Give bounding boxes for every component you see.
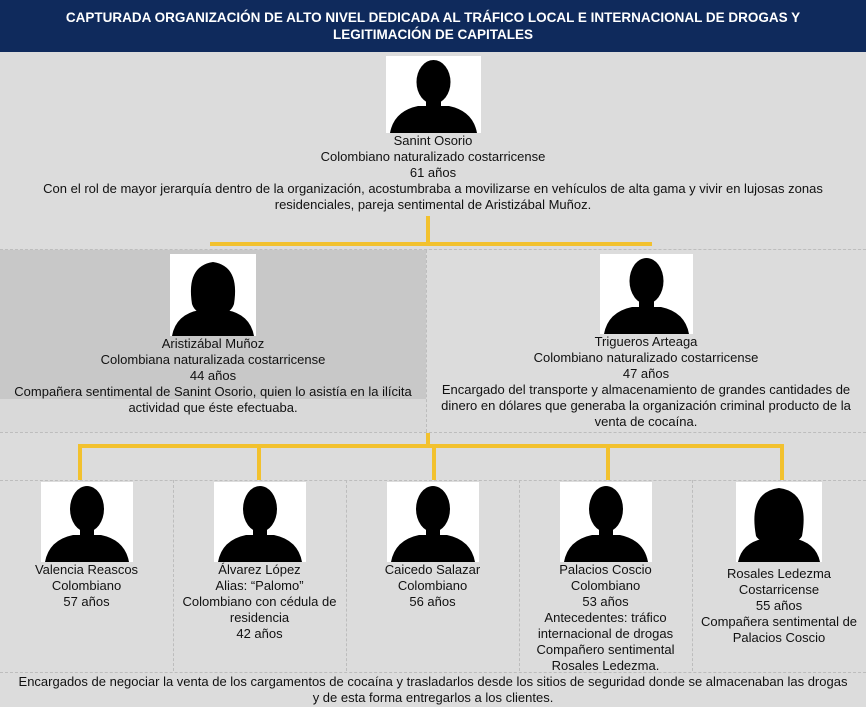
member-card: Aristizábal Muñoz Colombiana naturalizad… [0, 254, 426, 416]
male-silhouette-icon [213, 482, 306, 562]
member-description: Encargado del transporte y almacenamient… [441, 382, 851, 429]
footer-description: Encargados de negociar la venta de los c… [18, 674, 848, 705]
connector-line [780, 444, 784, 480]
connector-line [426, 433, 430, 446]
divider [426, 250, 427, 432]
male-silhouette-icon [385, 56, 481, 133]
member-age: 44 años [189, 368, 237, 383]
member-name: Valencia Reascos [34, 562, 139, 577]
divider [519, 480, 520, 671]
member-alias: Alias: “Palomo” [215, 578, 304, 593]
member-card: Rosales Ledezma Costarricense 55 años Co… [692, 482, 866, 646]
member-age: 55 años [755, 598, 803, 613]
member-name: Trigueros Arteaga [594, 334, 698, 349]
member-detail: Colombiano [570, 578, 641, 593]
page-title: CAPTURADA ORGANIZACIÓN DE ALTO NIVEL DED… [0, 0, 866, 52]
leader-card: Sanint Osorio Colombiano naturalizado co… [0, 56, 866, 213]
member-nationality: Colombiano naturalizado costarricense [533, 350, 759, 365]
member-age: 53 años [582, 594, 629, 609]
leader-description: Con el rol de mayor jerarquía dentro de … [43, 181, 823, 212]
male-silhouette-icon [559, 482, 652, 562]
member-card: Valencia Reascos Colombiano 57 años [0, 482, 173, 610]
second-level-section: Aristizábal Muñoz Colombiana naturalizad… [0, 249, 866, 432]
member-relationship: Compañera sentimental de Palacios Coscio [700, 614, 858, 645]
leader-name: Sanint Osorio [393, 133, 473, 148]
member-age: 57 años [63, 594, 110, 609]
divider [0, 672, 866, 673]
divider [173, 480, 174, 671]
connector-line [210, 242, 652, 246]
member-card: Palacios Coscio Colombiano 53 años Antec… [519, 482, 692, 674]
member-detail: Colombiano [397, 578, 468, 593]
member-age: 47 años [622, 366, 670, 381]
member-name: Álvarez López [218, 562, 301, 577]
connector-line [432, 444, 436, 480]
member-name: Caicedo Salazar [384, 562, 481, 577]
male-silhouette-icon [386, 482, 479, 562]
member-age: 42 años [236, 626, 283, 641]
member-card: Caicedo Salazar Colombiano 56 años [346, 482, 519, 610]
connector-line [257, 444, 261, 480]
member-record: Antecedentes: tráfico internacional de d… [537, 610, 674, 641]
connector-line [606, 444, 610, 480]
member-detail: Costarricense [738, 582, 820, 597]
female-silhouette-icon [170, 254, 256, 336]
connector-line [78, 444, 784, 448]
member-detail: Colombiano con cédula de residencia [182, 594, 337, 625]
member-name: Palacios Coscio [559, 562, 652, 577]
leader-section: Sanint Osorio Colombiano naturalizado co… [0, 52, 866, 249]
female-silhouette-icon [736, 482, 822, 562]
divider [346, 480, 347, 671]
third-level-section: Valencia Reascos Colombiano 57 años Álva… [0, 432, 866, 707]
connector-line [78, 444, 82, 480]
member-nationality: Colombiana naturalizada costarricense [100, 352, 326, 367]
member-age: 56 años [409, 594, 456, 609]
male-silhouette-icon [40, 482, 133, 562]
connector-line [426, 216, 430, 244]
member-description: Compañera sentimental de Sanint Osorio, … [14, 384, 412, 415]
member-name: Rosales Ledezma [726, 566, 832, 581]
member-detail: Colombiano [51, 578, 122, 593]
leader-age: 61 años [409, 165, 457, 180]
leader-nationality: Colombiano naturalizado costarricense [320, 149, 546, 164]
divider [692, 480, 693, 671]
member-card: Álvarez López Alias: “Palomo” Colombiano… [173, 482, 346, 642]
male-silhouette-icon [599, 254, 693, 334]
divider [0, 480, 866, 481]
member-name: Aristizábal Muñoz [161, 336, 265, 351]
member-card: Trigueros Arteaga Colombiano naturalizad… [426, 254, 866, 430]
member-relationship: Compañero sentimental Rosales Ledezma. [536, 642, 675, 673]
